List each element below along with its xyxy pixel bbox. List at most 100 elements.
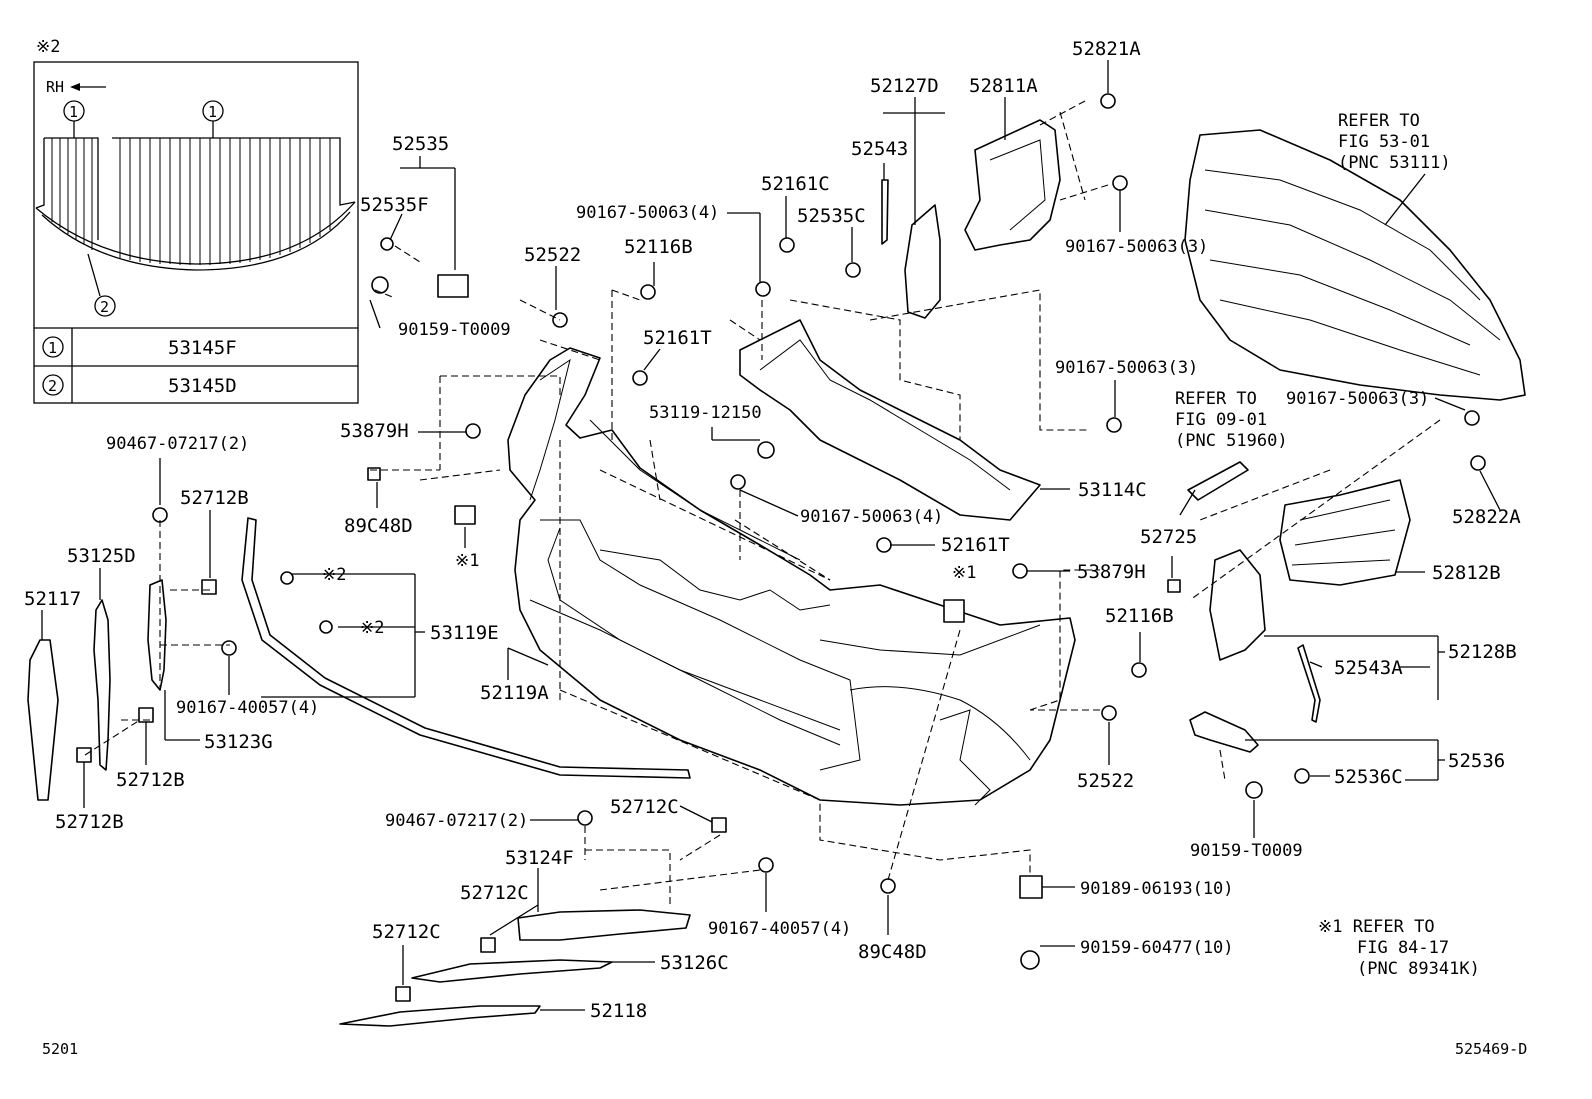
- trim-53126C-drawing: [411, 959, 613, 983]
- footnote-line-1: ※1 REFER TO: [1318, 917, 1435, 937]
- screw-52535F-icon: [380, 237, 394, 251]
- clip-90467-a-icon: [152, 507, 168, 523]
- label-90167-50063-3-b: 90167-50063(3): [1055, 358, 1198, 378]
- label-52712B-c: 52712B: [55, 811, 124, 833]
- inset-callout-1b-text: 1: [208, 103, 217, 121]
- label-89C48D-b: 89C48D: [858, 941, 927, 963]
- lip-spoiler-drawing: [241, 517, 691, 779]
- leader-lines: [41, 60, 1501, 1011]
- dashed-guide-lines: [84, 100, 1441, 905]
- label-52712B-a: 52712B: [180, 487, 249, 509]
- inset-panel-ribs: [51, 138, 331, 265]
- note-mark-x2-a: ※2: [322, 565, 346, 585]
- label-53879H-b: 53879H: [1077, 561, 1146, 583]
- inset-table-num-2: [42, 374, 64, 396]
- note-mark-x2-b: ※2: [360, 618, 384, 638]
- label-90167-40057-4-a: 90167-40057(4): [176, 698, 319, 718]
- note-refer-hook-1: REFER TO: [1175, 389, 1257, 409]
- label-90167-50063-4-b: 90167-50063(4): [800, 507, 943, 527]
- label-90159-60477-10: 90159-60477(10): [1080, 938, 1234, 958]
- label-90159-T0009-a: 90159-T0009: [398, 320, 511, 340]
- label-52535: 52535: [392, 133, 449, 155]
- note-mark-x1-b: ※1: [952, 563, 976, 583]
- label-52161C: 52161C: [761, 173, 830, 195]
- clip-52822A-icon: [1470, 455, 1486, 471]
- label-52522-b: 52522: [1077, 770, 1134, 792]
- seal-52543-drawing: [881, 179, 889, 245]
- screw-90167-a-icon: [1112, 175, 1128, 191]
- inset-callout-1a-text: 1: [69, 103, 78, 121]
- inset-table-part-2: 53145D: [168, 375, 237, 397]
- inset-callout-2: [94, 295, 116, 317]
- bracket-53124F-drawing: [517, 909, 691, 941]
- label-53114C: 53114C: [1078, 479, 1147, 501]
- bumper-cover-drawing: [507, 347, 1076, 806]
- label-52116B-a: 52116B: [624, 236, 693, 258]
- inset-table-num-1-text: 1: [48, 339, 57, 357]
- screw-90167-b-icon: [755, 281, 771, 297]
- clip-52161T-b-icon: [876, 537, 892, 553]
- label-52712C-c: 52712C: [372, 921, 441, 943]
- screw-53119-icon: [757, 441, 775, 459]
- sensor-89C48D-a-icon: [367, 467, 381, 481]
- inset-note-mark: ※2: [36, 37, 60, 57]
- label-52535C: 52535C: [797, 205, 866, 227]
- sensor-x1-a-icon: [454, 505, 476, 525]
- clip-90467-b-icon: [577, 810, 593, 826]
- label-90167-50063-3-a: 90167-50063(3): [1065, 237, 1208, 257]
- inset-table-num-2-text: 2: [48, 377, 57, 395]
- screw-90159-60477-icon: [1020, 950, 1040, 970]
- clip-52116B-b-icon: [1131, 662, 1147, 678]
- inset-frame: [33, 61, 359, 404]
- seal-52543A-drawing: [1297, 644, 1321, 723]
- note-refer-hook-2: FIG 09-01: [1175, 410, 1267, 430]
- label-52128B: 52128B: [1448, 641, 1517, 663]
- screw-90167-c-icon: [730, 474, 746, 490]
- clip-52712C-a-icon: [711, 817, 727, 833]
- inset-panel-drawing: [35, 137, 356, 271]
- footnote-line-2: FIG 84-17: [1357, 938, 1449, 958]
- label-53119-12150: 53119-12150: [649, 403, 762, 423]
- label-52117: 52117: [24, 588, 81, 610]
- screw-90167-e-icon: [1464, 410, 1480, 426]
- label-52535F: 52535F: [360, 194, 429, 216]
- label-52812B: 52812B: [1432, 562, 1501, 584]
- tow-hook-drawing: [1187, 461, 1249, 501]
- inset-callout-2-text: 2: [100, 298, 109, 316]
- label-53124F: 53124F: [505, 847, 574, 869]
- clip-52161T-a-icon: [632, 370, 648, 386]
- label-52161T-a: 52161T: [643, 327, 712, 349]
- label-52536C: 52536C: [1334, 766, 1403, 788]
- note-refer-hook-3: (PNC 51960): [1175, 431, 1288, 451]
- front-grille-drawing: [1184, 129, 1526, 401]
- sensor-x1-b-icon: [943, 599, 965, 623]
- note-refer-grille-1: REFER TO: [1338, 111, 1420, 131]
- duct-52811A-drawing: [964, 119, 1061, 251]
- label-52712C-b: 52712C: [460, 882, 529, 904]
- label-52536: 52536: [1448, 750, 1505, 772]
- bracket-52535-icon: [437, 274, 469, 298]
- inset-direction-label: RH: [46, 78, 64, 96]
- fastener-group: [76, 93, 1486, 1002]
- label-53126C: 53126C: [660, 952, 729, 974]
- label-90159-T0009-b: 90159-T0009: [1190, 841, 1303, 861]
- screw-90159-b-icon: [1245, 781, 1263, 799]
- clip-52116B-a-icon: [640, 284, 656, 300]
- side-molding-53125D-drawing: [93, 599, 111, 771]
- duct-52128B-drawing: [1209, 549, 1266, 661]
- screw-90167-40057-a-icon: [221, 640, 237, 656]
- bracket-52536-drawing: [1189, 711, 1259, 753]
- nut-90189-icon: [1019, 875, 1043, 899]
- label-52119A: 52119A: [480, 682, 549, 704]
- label-53123G: 53123G: [204, 731, 273, 753]
- footer-illustration-id: 525469-D: [1455, 1040, 1527, 1058]
- clip-52821A-icon: [1100, 93, 1116, 109]
- screw-90167-d-icon: [1106, 417, 1122, 433]
- clip-52712C-c-icon: [395, 986, 411, 1002]
- clip-53879H-b-icon: [1012, 563, 1028, 579]
- clip-x2-a-icon: [280, 571, 294, 585]
- label-90467-07217-2-a: 90467-07217(2): [106, 434, 249, 454]
- sensor-89C48D-b-icon: [880, 878, 896, 894]
- label-52522-a: 52522: [524, 244, 581, 266]
- clip-52712B-a-icon: [201, 579, 217, 595]
